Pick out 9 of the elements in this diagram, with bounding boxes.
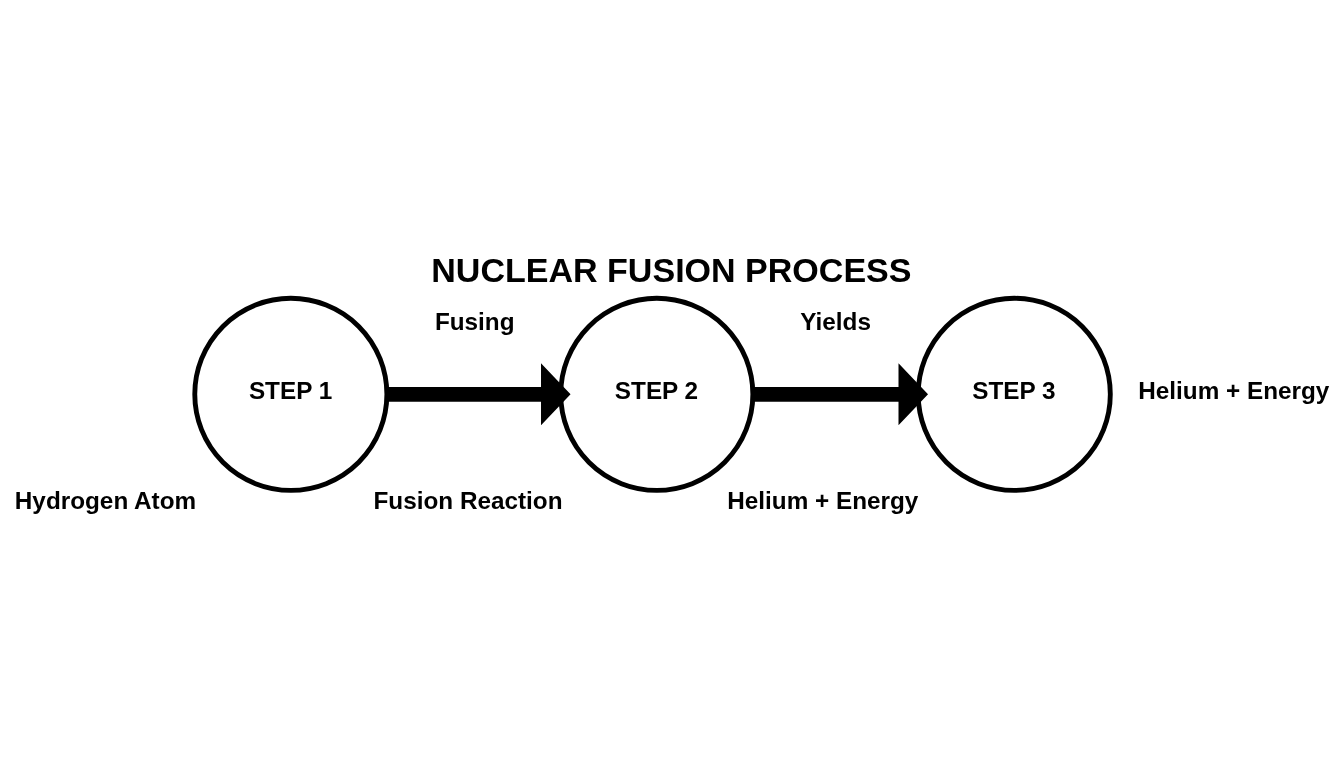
arrow — [753, 363, 929, 426]
diagram-title: NUCLEAR FUSION PROCESS — [431, 250, 912, 289]
node-circle: STEP 2 — [558, 295, 756, 493]
node-circle: STEP 3 — [915, 295, 1113, 493]
node-circle: STEP 1 — [192, 295, 390, 493]
edge-label: Yields — [800, 307, 871, 335]
arrow — [387, 363, 571, 426]
node-label: Helium + Energy — [1138, 377, 1330, 405]
edge-label: Fusing — [434, 307, 515, 335]
